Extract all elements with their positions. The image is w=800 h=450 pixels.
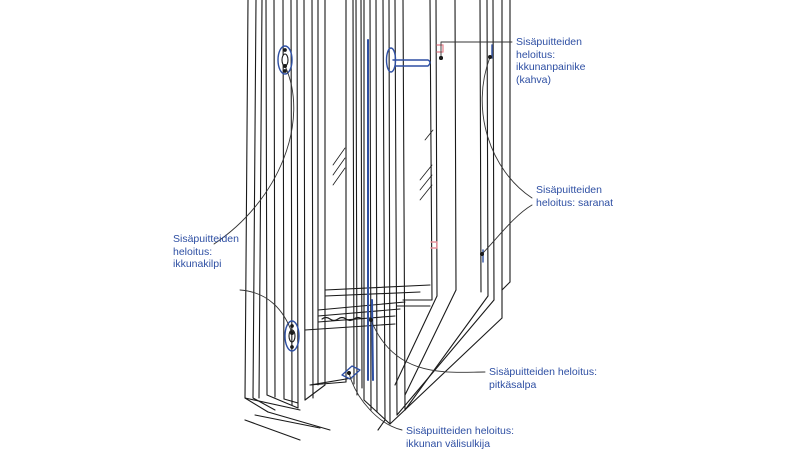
label-line: ikkunanpainike bbox=[516, 61, 586, 73]
left-sash bbox=[265, 0, 326, 409]
label-line: ikkunan välisulkija bbox=[406, 437, 491, 450]
window-plate-top bbox=[277, 45, 293, 75]
leader-bolt bbox=[370, 319, 486, 373]
label-line: heloitus: saranat bbox=[536, 196, 614, 209]
leader-handle bbox=[440, 41, 513, 59]
label-line: heloitus: bbox=[516, 48, 556, 61]
right-sash bbox=[363, 0, 511, 431]
glass-reflection bbox=[332, 129, 434, 201]
label-line: Sisäpuitteiden bbox=[173, 233, 239, 245]
callout-lines bbox=[213, 41, 533, 431]
label-window-plate: Sisäpuitteiden heloitus: ikkunakilpi bbox=[173, 233, 239, 271]
label-line: Sisäpuitteiden bbox=[516, 36, 582, 48]
long-bolt bbox=[367, 39, 374, 381]
leader-latch bbox=[348, 372, 403, 431]
leader-hinges-top bbox=[481, 56, 533, 199]
label-line: pitkäsalpa bbox=[489, 378, 537, 391]
label-line: (kahva) bbox=[516, 73, 552, 86]
label-line: Sisäpuitteiden bbox=[536, 184, 602, 196]
window-plate-bottom bbox=[284, 320, 300, 352]
hinges bbox=[482, 44, 493, 263]
label-line: Sisäpuitteiden heloitus: bbox=[489, 366, 597, 378]
window-sill bbox=[244, 284, 431, 441]
left-frame bbox=[244, 0, 276, 413]
leader-plate-bottom bbox=[239, 289, 293, 334]
label-line: ikkunakilpi bbox=[173, 258, 222, 270]
label-long-bolt: Sisäpuitteiden heloitus: pitkäsalpa bbox=[489, 366, 597, 391]
label-hinges: Sisäpuitteiden heloitus: saranat bbox=[536, 184, 613, 209]
label-window-handle: Sisäpuitteiden heloitus: ikkunanpainike … bbox=[516, 36, 585, 86]
label-line: heloitus: bbox=[173, 245, 213, 258]
leader-hinges-bottom bbox=[481, 204, 533, 255]
label-intermediate-latch: Sisäpuitteiden heloitus: ikkunan välisul… bbox=[406, 425, 514, 450]
highlight-markers bbox=[430, 44, 444, 249]
callout-dots bbox=[283, 55, 492, 375]
label-line: Sisäpuitteiden heloitus: bbox=[406, 425, 514, 437]
leader-plate-top bbox=[213, 65, 295, 245]
